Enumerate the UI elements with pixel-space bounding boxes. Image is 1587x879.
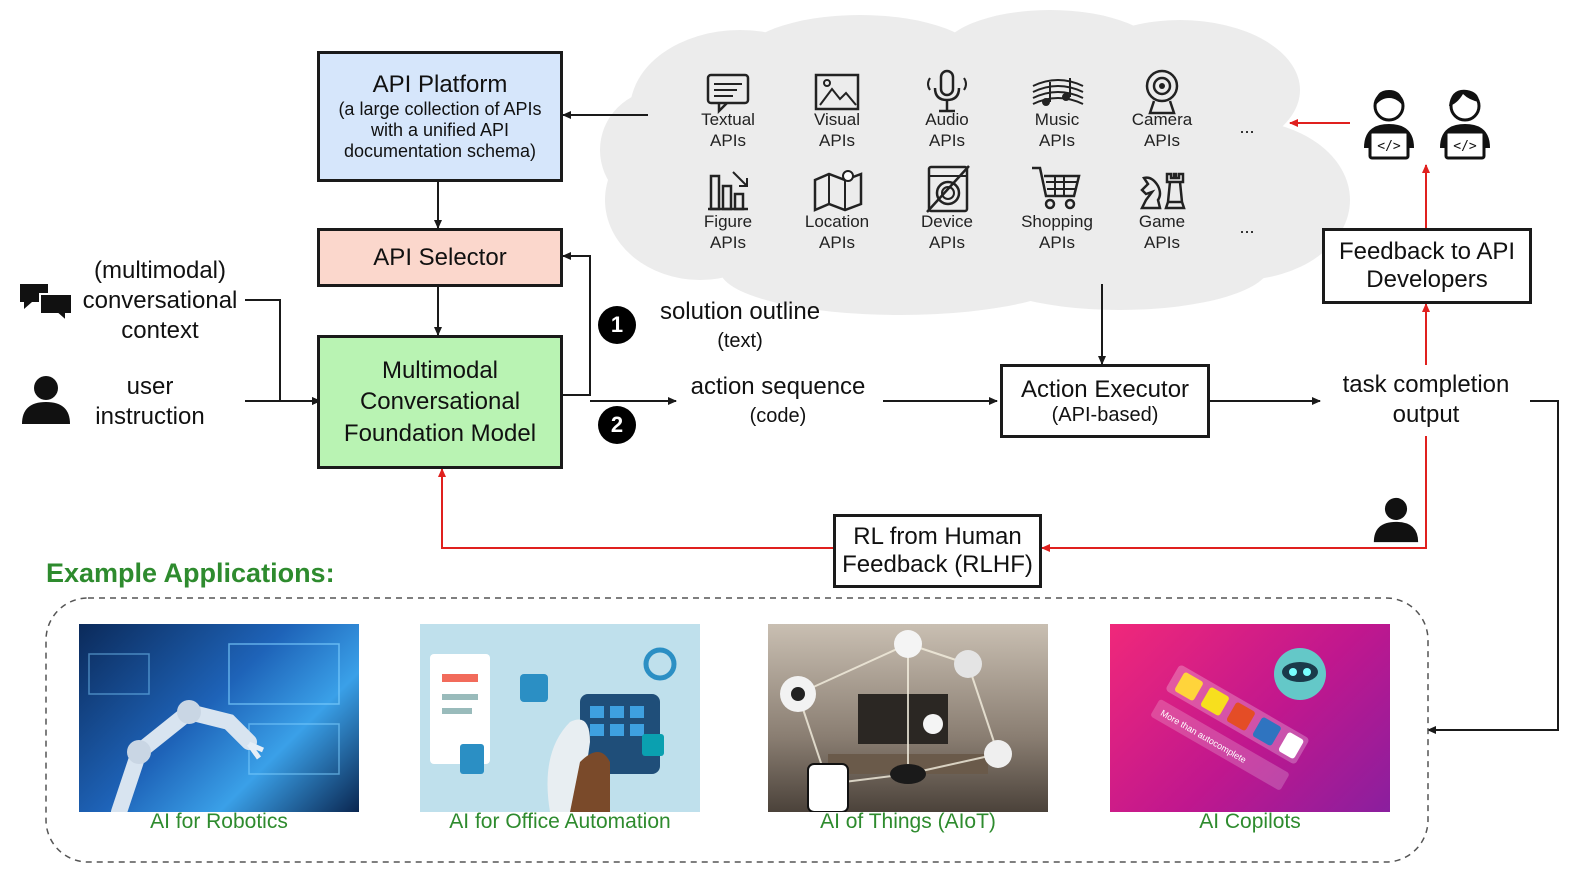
api-cloud (600, 10, 1350, 315)
task-output-line-2: output (1392, 401, 1460, 428)
svg-text:</>: </> (1453, 139, 1477, 154)
foundation-model-line-2: Conversational (359, 388, 521, 416)
svg-text:</>: </> (1377, 139, 1401, 154)
arrow-output-to-examples (1427, 400, 1559, 734)
step-1-badge: 1 (598, 306, 636, 344)
smart-home-image (768, 624, 1048, 812)
user-icon (22, 376, 70, 424)
feedback-developers-line-1: Feedback to API (1338, 238, 1516, 265)
rlhf-line-2: Feedback (RLHF) (842, 551, 1033, 578)
api-selector-label: API Selector (373, 243, 507, 271)
copilot-image: More than autocomplete (1110, 624, 1390, 812)
foundation-model-box: Multimodal Conversational Foundation Mod… (317, 335, 563, 469)
developer-icon: </> (1364, 90, 1414, 160)
api-selector-box: API Selector (317, 228, 563, 287)
api-platform-title: API Platform (372, 71, 508, 98)
api-platform-desc-1: (a large collection of APIs (338, 99, 542, 119)
microphone-icon (927, 69, 967, 113)
map-icon (813, 170, 863, 212)
solution-outline-label: solution outline (659, 298, 821, 325)
solution-outline-sub: (text) (717, 330, 763, 352)
context-line-3: context (121, 317, 199, 344)
office-automation-caption: AI for Office Automation (449, 810, 671, 833)
chat-bubbles-icon (20, 284, 73, 322)
arrow-model-to-selector (562, 252, 591, 396)
action-sequence-sub: (code) (749, 405, 807, 427)
chess-icon (1139, 172, 1186, 210)
feedback-developers-line-2: Developers (1366, 266, 1488, 293)
api-platform-desc-2: with a unified API (370, 120, 510, 140)
action-sequence-label: action sequence (690, 373, 866, 400)
instruction-line-2: instruction (95, 403, 205, 430)
office-automation-image (420, 624, 700, 812)
action-executor-sub: (API-based) (1051, 403, 1159, 426)
api-ellipsis-1: ... (1239, 117, 1255, 137)
cart-icon (1032, 166, 1081, 210)
examples-frame (45, 597, 1429, 863)
aiot-caption: AI of Things (AIoT) (820, 810, 996, 833)
music-icon (1032, 78, 1084, 106)
image-icon (814, 73, 860, 111)
text-icon (706, 73, 750, 114)
examples-heading: Example Applications: (46, 558, 335, 588)
arrow-output-to-rlhf (1041, 436, 1427, 552)
task-output-line-1: task completion (1342, 371, 1510, 398)
developer-icon-2: </> (1440, 89, 1490, 160)
arrow-rlhf-to-model (438, 468, 833, 549)
copilots-caption: AI Copilots (1199, 810, 1301, 833)
feedback-developers-box: Feedback to API Developers (1322, 228, 1532, 304)
step-2-badge: 2 (598, 406, 636, 444)
arrow-context-to-model (245, 299, 321, 405)
context-line-1: (multimodal) (93, 257, 227, 284)
foundation-model-line-1: Multimodal (381, 357, 499, 385)
context-line-2: conversational (82, 287, 238, 314)
human-feedback-user-icon (1373, 497, 1419, 543)
rlhf-box: RL from Human Feedback (RLHF) (833, 514, 1042, 588)
robotics-caption: AI for Robotics (150, 810, 288, 833)
action-executor-box: Action Executor (API-based) (1000, 364, 1210, 438)
rlhf-line-1: RL from Human (853, 523, 1022, 550)
foundation-model-line-3: Foundation Model (343, 419, 537, 447)
chart-icon (708, 171, 748, 211)
api-ellipsis-2: ... (1239, 217, 1255, 237)
api-platform-box: API Platform (a large collection of APIs… (317, 51, 563, 182)
robot-arm-image (79, 624, 359, 812)
action-executor-title: Action Executor (1020, 375, 1190, 403)
washing-machine-icon (926, 165, 970, 213)
instruction-line-1: user (126, 373, 174, 400)
api-platform-desc-3: documentation schema) (343, 141, 537, 161)
webcam-icon (1145, 69, 1179, 115)
